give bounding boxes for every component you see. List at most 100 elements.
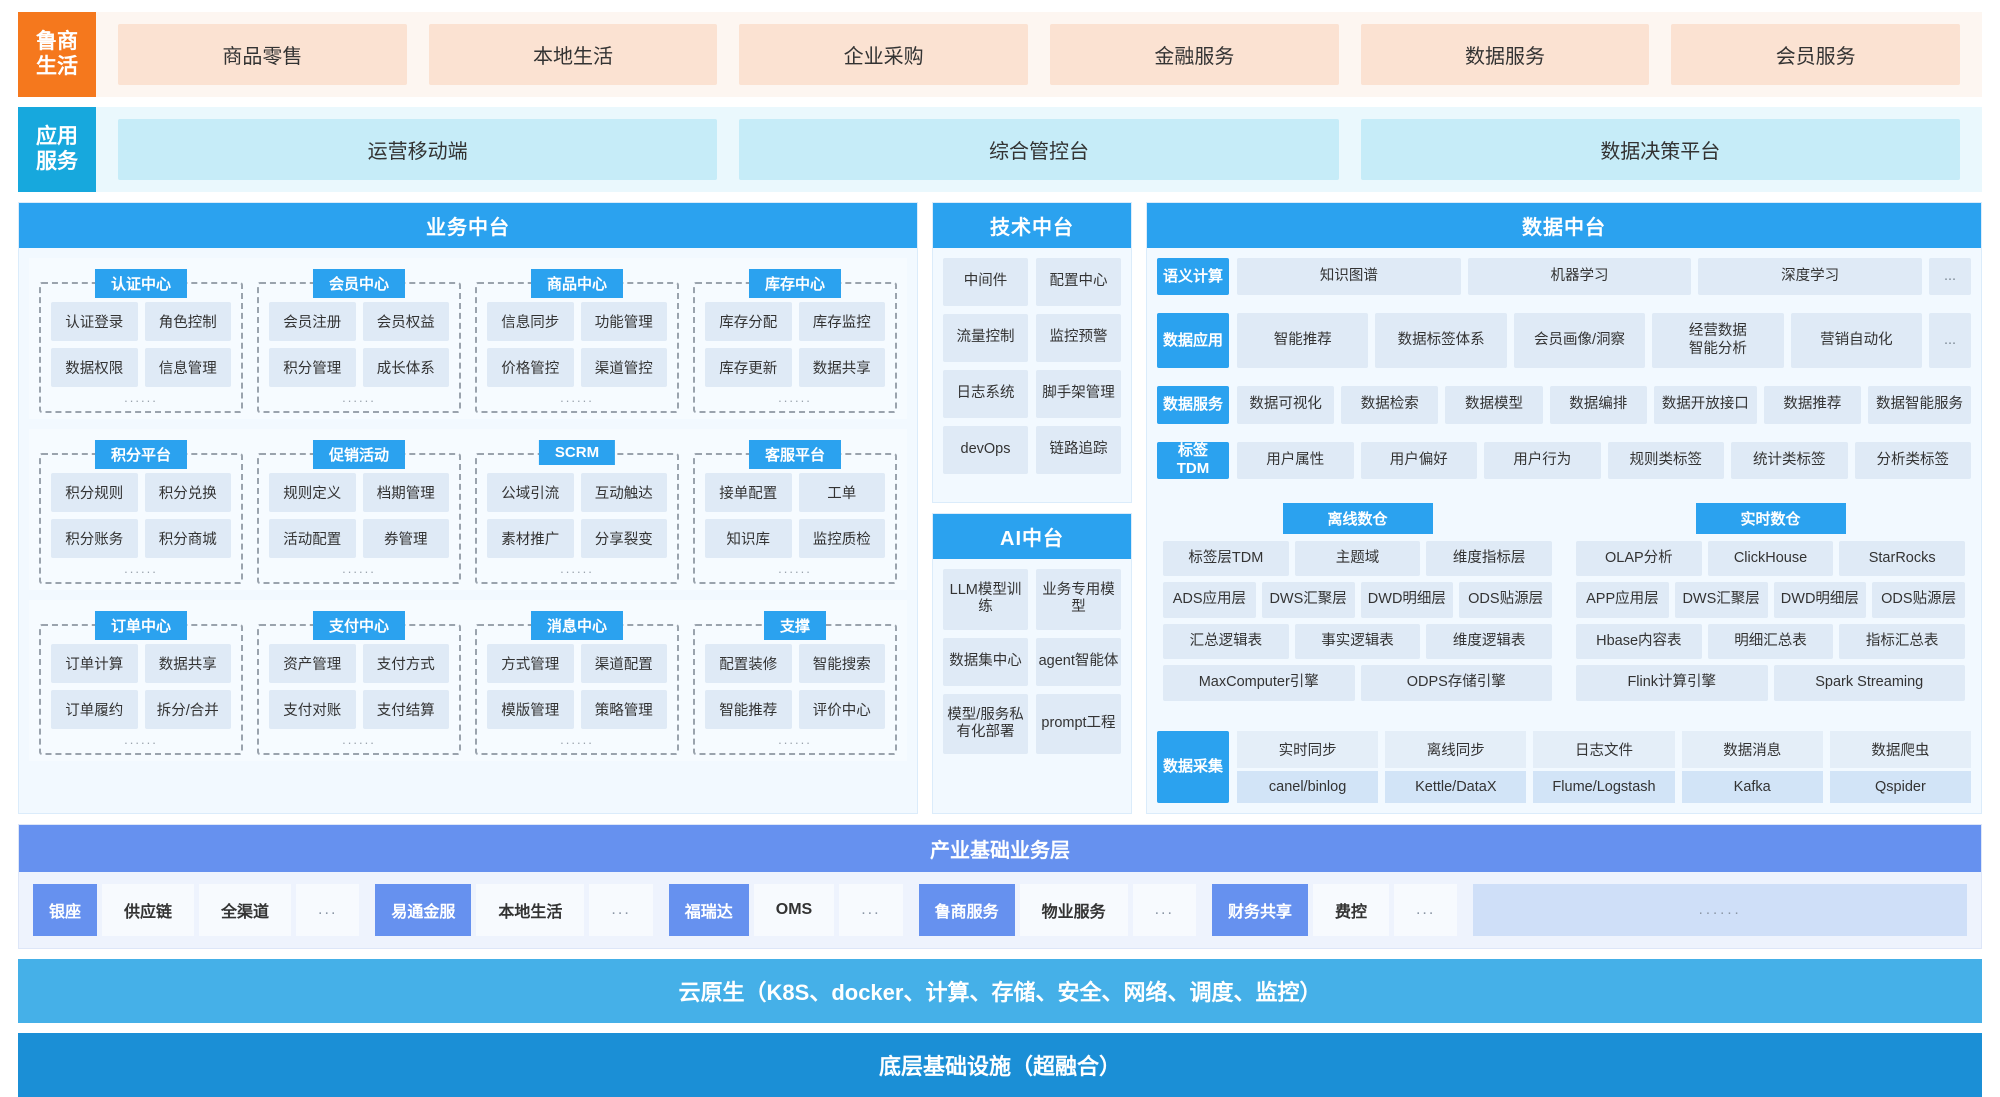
ai-chip[interactable]: prompt工程 xyxy=(1036,693,1121,755)
business-chip[interactable]: 公域引流 xyxy=(487,473,574,512)
data-chip[interactable]: 数据检索 xyxy=(1341,386,1439,424)
industry-group-head[interactable]: 易通金服 xyxy=(375,883,472,936)
technical-chip[interactable]: 监控预警 xyxy=(1036,314,1121,362)
data-chip[interactable]: 数据标签体系 xyxy=(1375,313,1507,369)
business-chip[interactable]: 互动触达 xyxy=(580,473,667,512)
industry-cell[interactable]: OMS xyxy=(753,883,835,936)
technical-chip[interactable]: 链路追踪 xyxy=(1036,426,1121,474)
industry-group-head[interactable]: 鲁商服务 xyxy=(918,883,1015,936)
business-chip[interactable]: 券管理 xyxy=(362,519,449,558)
business-chip[interactable]: 策略管理 xyxy=(580,690,667,729)
business-chip[interactable]: 数据共享 xyxy=(144,644,231,683)
warehouse-chip[interactable]: MaxComputer引擎 xyxy=(1163,665,1355,701)
industry-cell[interactable]: ... xyxy=(839,883,903,936)
business-chip[interactable]: 积分账务 xyxy=(51,519,138,558)
data-chip[interactable]: 机器学习 xyxy=(1467,258,1692,296)
warehouse-chip[interactable]: DWS汇聚层 xyxy=(1674,582,1768,618)
data-chip[interactable]: 规则类标签 xyxy=(1607,441,1724,479)
warehouse-chip[interactable]: ADS应用层 xyxy=(1163,582,1256,618)
business-chip[interactable]: 成长体系 xyxy=(362,348,449,387)
industry-group-head[interactable]: 福瑞达 xyxy=(668,883,749,936)
business-chip[interactable]: 积分兑换 xyxy=(144,473,231,512)
data-chip[interactable]: 用户行为 xyxy=(1484,441,1601,479)
lushang-item[interactable]: 会员服务 xyxy=(1671,24,1961,85)
data-chip[interactable]: 经营数据智能分析 xyxy=(1652,313,1784,369)
warehouse-chip[interactable]: Hbase内容表 xyxy=(1576,623,1702,660)
business-chip[interactable]: 渠道管控 xyxy=(580,348,667,387)
industry-cell[interactable]: 全渠道 xyxy=(199,883,292,936)
business-chip[interactable]: 工单 xyxy=(798,473,885,512)
data-chip[interactable]: 营销自动化 xyxy=(1790,313,1923,369)
warehouse-chip[interactable]: DWS汇聚层 xyxy=(1261,582,1355,618)
ai-chip[interactable]: LLM模型训练 xyxy=(943,568,1028,630)
data-chip[interactable]: 数据可视化 xyxy=(1237,386,1335,424)
industry-cell[interactable]: 本地生活 xyxy=(476,883,585,936)
business-chip[interactable]: 订单履约 xyxy=(51,690,138,729)
business-chip[interactable]: 订单计算 xyxy=(51,644,138,683)
warehouse-chip[interactable]: 标签层TDM xyxy=(1163,540,1289,577)
warehouse-chip[interactable]: APP应用层 xyxy=(1576,582,1669,618)
data-chip[interactable]: 用户偏好 xyxy=(1360,441,1477,479)
data-chip[interactable]: 数据开放接口 xyxy=(1653,386,1757,424)
business-chip[interactable]: 配置装修 xyxy=(705,644,792,683)
lushang-item[interactable]: 商品零售 xyxy=(118,24,407,85)
data-chip[interactable]: 用户属性 xyxy=(1237,441,1354,479)
business-chip[interactable]: 拆分/合并 xyxy=(144,690,231,729)
app-service-item[interactable]: 数据决策平台 xyxy=(1360,119,1960,180)
warehouse-chip[interactable]: StarRocks xyxy=(1839,540,1966,577)
warehouse-chip[interactable]: 事实逻辑表 xyxy=(1294,623,1421,660)
technical-chip[interactable]: 日志系统 xyxy=(943,370,1028,418)
lushang-item[interactable]: 数据服务 xyxy=(1360,24,1650,85)
data-chip-ellipsis[interactable]: ... xyxy=(1929,258,1972,296)
business-chip[interactable]: 评价中心 xyxy=(798,690,885,729)
business-chip[interactable]: 支付方式 xyxy=(362,644,449,683)
industry-cell[interactable]: ... xyxy=(296,883,360,936)
warehouse-chip[interactable]: ODS贴源层 xyxy=(1459,582,1552,618)
data-chip[interactable]: 统计类标签 xyxy=(1731,441,1848,479)
data-chip[interactable]: 深度学习 xyxy=(1698,258,1923,296)
business-chip[interactable]: 智能搜索 xyxy=(798,644,885,683)
business-chip[interactable]: 渠道配置 xyxy=(580,644,667,683)
business-chip[interactable]: 数据共享 xyxy=(798,348,885,387)
business-chip[interactable]: 智能推荐 xyxy=(705,690,792,729)
business-chip[interactable]: 接单配置 xyxy=(705,473,792,512)
business-chip[interactable]: 数据权限 xyxy=(51,348,138,387)
industry-group-head[interactable]: 财务共享 xyxy=(1211,883,1308,936)
warehouse-chip[interactable]: OLAP分析 xyxy=(1576,540,1702,577)
warehouse-chip[interactable]: 主题域 xyxy=(1294,540,1421,577)
data-chip[interactable]: 智能推荐 xyxy=(1237,313,1369,369)
business-chip[interactable]: 积分商城 xyxy=(144,519,231,558)
business-chip[interactable]: 资产管理 xyxy=(269,644,356,683)
industry-cell[interactable]: 物业服务 xyxy=(1019,883,1128,936)
technical-chip[interactable]: devOps xyxy=(943,426,1028,474)
business-chip[interactable]: 认证登录 xyxy=(51,302,138,341)
business-chip[interactable]: 库存分配 xyxy=(705,302,792,341)
data-chip[interactable]: 会员画像/洞察 xyxy=(1513,313,1646,369)
business-chip[interactable]: 角色控制 xyxy=(144,302,231,341)
business-chip[interactable]: 知识库 xyxy=(705,519,792,558)
warehouse-chip[interactable]: ClickHouse xyxy=(1707,540,1834,577)
data-chip[interactable]: 分析类标签 xyxy=(1854,441,1971,479)
industry-cell[interactable]: ... xyxy=(1393,883,1458,936)
warehouse-chip[interactable]: 指标汇总表 xyxy=(1839,623,1966,660)
lushang-item[interactable]: 企业采购 xyxy=(739,24,1029,85)
warehouse-chip[interactable]: Spark Streaming xyxy=(1773,665,1965,701)
industry-group-head[interactable]: 银座 xyxy=(33,883,98,936)
business-chip[interactable]: 功能管理 xyxy=(580,302,667,341)
technical-chip[interactable]: 配置中心 xyxy=(1036,258,1121,306)
data-chip[interactable]: 数据智能服务 xyxy=(1868,386,1972,424)
warehouse-chip[interactable]: 汇总逻辑表 xyxy=(1163,623,1289,660)
technical-chip[interactable]: 脚手架管理 xyxy=(1036,370,1121,418)
app-service-item[interactable]: 综合管控台 xyxy=(739,119,1339,180)
business-chip[interactable]: 方式管理 xyxy=(487,644,574,683)
ai-chip[interactable]: agent智能体 xyxy=(1036,637,1121,686)
business-chip[interactable]: 档期管理 xyxy=(362,473,449,512)
business-chip[interactable]: 活动配置 xyxy=(269,519,356,558)
warehouse-chip[interactable]: 维度逻辑表 xyxy=(1426,623,1553,660)
ai-chip[interactable]: 模型/服务私有化部署 xyxy=(943,693,1028,755)
